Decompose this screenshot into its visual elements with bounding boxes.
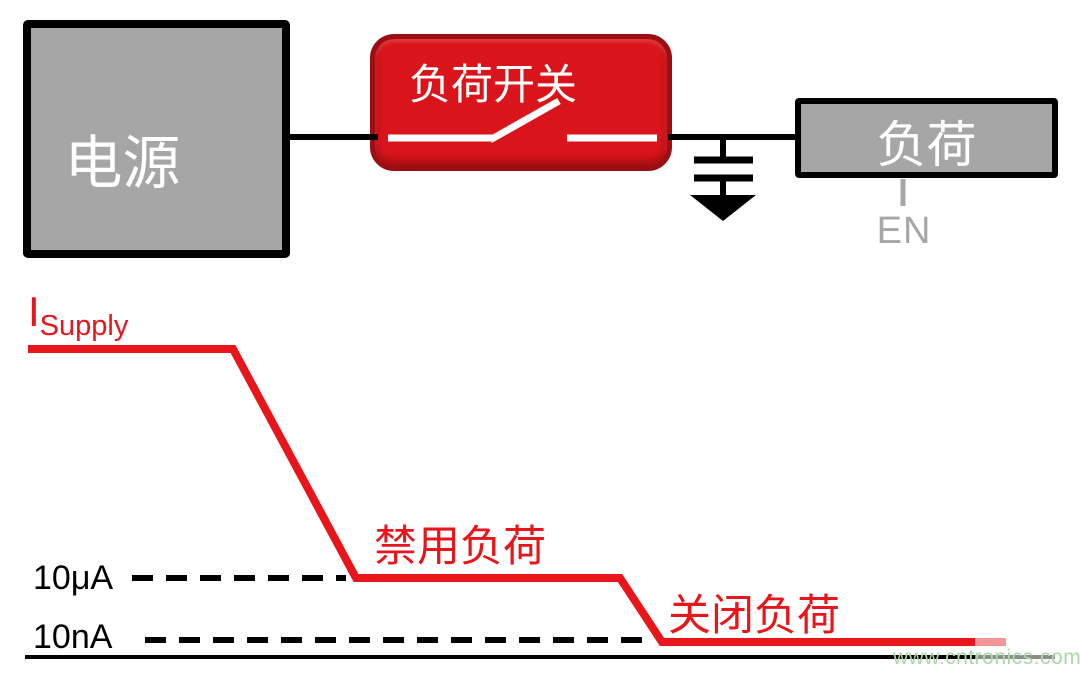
series-ISupply [28,345,1006,646]
annotation-disable-load: 禁用负荷 [374,522,546,572]
power-supply-box: 电源 [23,20,290,258]
load-switch-label: 负荷开关 [408,60,577,109]
annotation-switch-off-load: 关闭负荷 [668,591,840,641]
watermark-text: www.cntronics.com [893,646,1080,669]
load-label: 负荷 [876,116,977,174]
y-axis-title-main: I [28,288,40,335]
power-supply-label: 电源 [64,129,181,197]
chart-layer [25,345,1055,659]
ground-arrow-icon [690,195,756,221]
y-axis-title: ISupply [28,288,128,343]
ytick-10uA: 10μA [33,559,114,597]
load-switch-box: 负荷开关 [370,34,672,171]
load-box: 负荷 [795,98,1058,178]
enable-pin-label: EN [876,210,932,252]
y-axis-title-sub: Supply [39,310,129,342]
ytick-10nA: 10nA [33,618,113,656]
